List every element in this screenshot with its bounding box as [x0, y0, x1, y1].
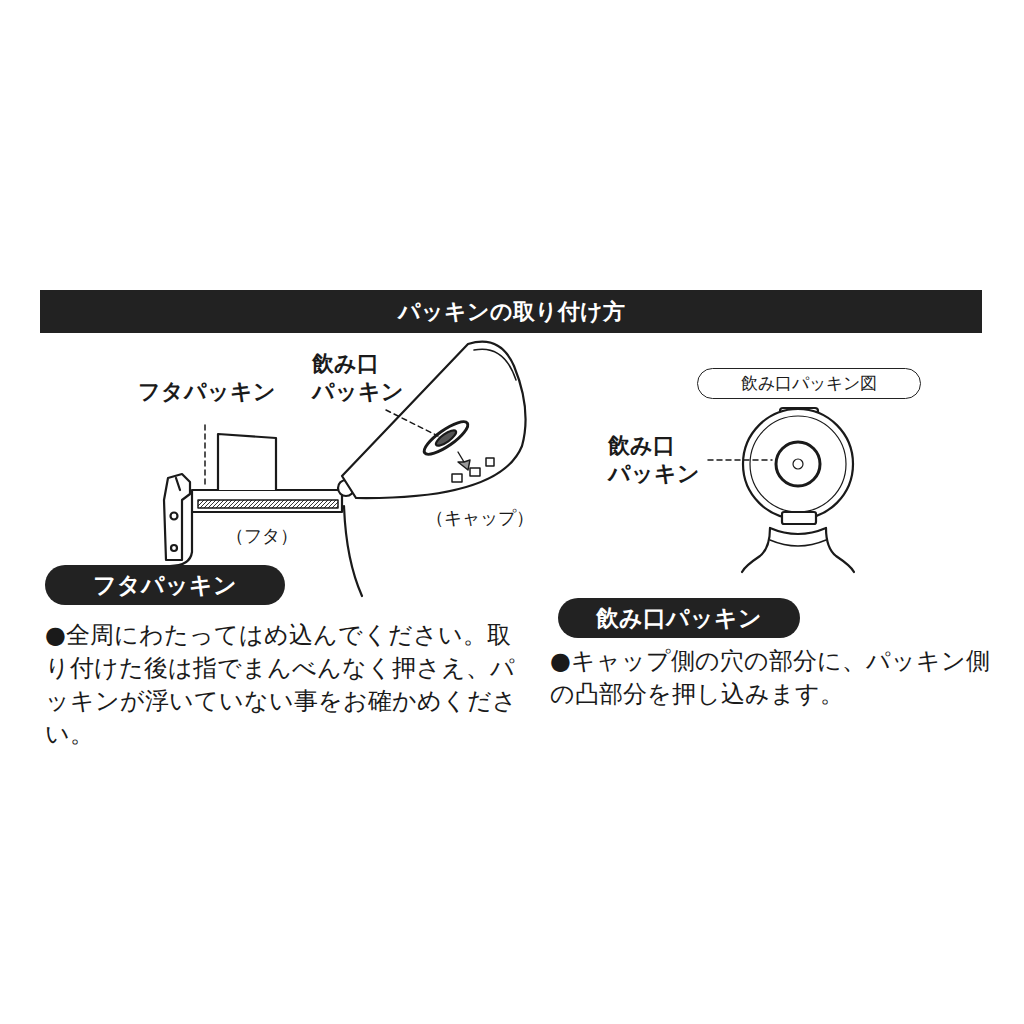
part-label: 飲み口 パッキン: [608, 432, 708, 488]
instruction-text: ●キャップ側の穴の部分に、パッキン側の凸部分を押し込みます。: [550, 645, 990, 711]
section-heading: 飲み口パッキン: [596, 603, 762, 634]
section-pill: 飲み口パッキン: [558, 598, 800, 638]
figure-title-box: 飲み口パッキン図: [697, 368, 921, 399]
part-label: フタパッキン: [138, 378, 308, 406]
title-text: パッキンの取り付け方: [40, 290, 982, 333]
section-heading: フタパッキン: [93, 570, 237, 601]
instruction-text: ●全周にわたってはめ込んでください。取り付けた後は指でまんべんなく押さえ、パッキ…: [45, 619, 517, 751]
section-heading: 飲み口パッキン図: [741, 372, 877, 395]
part-name: （フタ）: [226, 524, 336, 548]
part-name: （キャップ）: [426, 506, 566, 530]
section-pill: フタパッキン: [45, 565, 285, 605]
part-label: 飲み口 パッキン: [312, 350, 422, 406]
